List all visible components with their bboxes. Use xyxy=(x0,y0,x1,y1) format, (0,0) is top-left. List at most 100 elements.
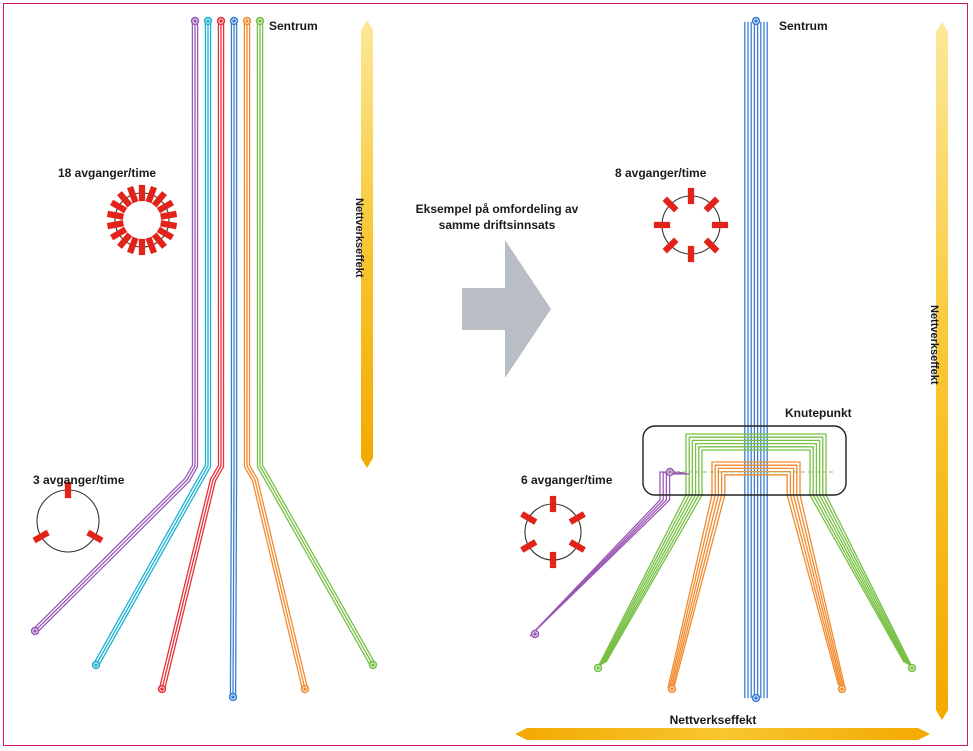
left-route-red-strand xyxy=(163,23,225,690)
clock-tick xyxy=(151,232,167,249)
right-top-stop-core xyxy=(754,19,758,23)
left-route-cyan-strand xyxy=(97,23,212,667)
clock-tick xyxy=(117,232,133,249)
clock-face xyxy=(36,489,100,553)
right-network-effect-arrow xyxy=(936,22,948,720)
left-route-green-strand xyxy=(261,23,376,665)
left-route-purple xyxy=(32,23,199,634)
left-route-red xyxy=(158,23,225,690)
arrow-caption-line2: samme driftsinnsats xyxy=(439,218,556,232)
left-end-stop-cyan-core xyxy=(94,663,98,667)
right-green-loop xyxy=(597,433,913,668)
bottom-network-effect-arrow xyxy=(515,728,930,740)
right-green-end-stop-left-core xyxy=(596,666,600,670)
arrow-caption-line1: Eksempel på omfordeling av xyxy=(416,202,579,216)
clock-face xyxy=(524,503,582,561)
right-green-loop xyxy=(600,439,910,666)
clock-tick xyxy=(520,539,538,553)
right-purple-end-stop-core xyxy=(533,632,537,636)
knot-label: Knutepunkt xyxy=(785,406,852,420)
clock-tick xyxy=(568,511,586,525)
left-route-cyan-strand xyxy=(93,23,207,665)
left-end-stop-red-core xyxy=(160,687,164,691)
clock-tick xyxy=(117,191,133,208)
left-route-blue-strand xyxy=(234,23,238,698)
figure-frame xyxy=(3,3,968,746)
left-top-stop-blue-core xyxy=(232,19,236,23)
right-route-lines xyxy=(529,16,917,703)
clock-8-icon xyxy=(653,187,729,263)
right-green-loop xyxy=(602,442,908,665)
clock-tick xyxy=(110,226,128,241)
clock-tick xyxy=(106,220,124,230)
right-orange-loop xyxy=(667,461,846,689)
left-end-stop-purple-core xyxy=(33,629,37,633)
right-green-loop xyxy=(599,436,911,667)
left-route-blue xyxy=(229,23,238,698)
left-route-purple-strand xyxy=(34,24,196,632)
left-route-green-strand xyxy=(259,24,374,666)
left-top-stop-red-core xyxy=(219,19,223,23)
right-green-end-stop-right-core xyxy=(910,666,914,670)
bottom-network-effect-label: Nettverkseffekt xyxy=(670,713,757,727)
right-low-frequency-label: 6 avganger/time xyxy=(521,473,613,487)
left-route-green-strand xyxy=(256,23,372,667)
clock-tick xyxy=(662,237,679,254)
clock-tick xyxy=(32,529,50,544)
right-green-loop xyxy=(603,446,907,664)
right-trunk-blue xyxy=(744,22,768,698)
left-route-red-strand xyxy=(158,23,220,689)
left-route-orange xyxy=(243,23,309,690)
left-end-stop-blue-core xyxy=(231,695,235,699)
clock-tick xyxy=(106,210,124,220)
left-route-orange-strand xyxy=(248,23,309,689)
left-top-stop-cyan-core xyxy=(206,19,210,23)
clock-3-icon xyxy=(32,481,104,553)
left-top-stop-purple-core xyxy=(193,19,197,23)
clock-tick xyxy=(86,529,104,544)
left-route-purple-strand xyxy=(36,23,199,634)
right-orange-end-stop-left-core xyxy=(670,687,674,691)
left-route-lines xyxy=(30,16,378,702)
left-route-green xyxy=(256,23,376,667)
left-route-blue-strand xyxy=(232,24,235,698)
clock-tick xyxy=(151,191,167,208)
clock-6-icon xyxy=(520,495,586,569)
transition-arrow xyxy=(462,240,551,378)
left-route-orange-strand xyxy=(246,24,306,690)
right-bottom-stop-core xyxy=(754,696,758,700)
left-high-frequency-label: 18 avganger/time xyxy=(58,166,156,180)
clock-tick xyxy=(127,236,139,255)
clock-tick xyxy=(703,237,720,254)
left-route-orange-strand xyxy=(243,23,304,690)
left-top-stop-green-core xyxy=(258,19,262,23)
clock-18-icon xyxy=(106,184,178,256)
clock-tick xyxy=(110,199,128,214)
left-route-red-strand xyxy=(161,24,222,690)
left-route-cyan-strand xyxy=(95,24,209,666)
right-orange-end-stop-right-core xyxy=(840,687,844,691)
left-route-purple-strand xyxy=(32,23,194,630)
clock-tick xyxy=(520,511,538,525)
right-center-label: Sentrum xyxy=(779,19,828,33)
left-network-effect-label: Nettverkseffekt xyxy=(353,198,365,278)
clock-tick xyxy=(568,539,586,553)
left-route-cyan xyxy=(93,23,212,667)
knot-box xyxy=(642,425,847,496)
left-end-stop-orange-core xyxy=(303,687,307,691)
clock-tick xyxy=(662,196,679,213)
clock-tick xyxy=(156,199,174,214)
left-route-blue-strand xyxy=(229,23,233,697)
clock-tick xyxy=(160,210,178,220)
clock-tick xyxy=(145,185,157,204)
clock-tick xyxy=(703,196,720,213)
clock-tick xyxy=(127,185,139,204)
left-end-stop-green-core xyxy=(371,663,375,667)
clock-tick xyxy=(156,226,174,241)
right-purple-branch xyxy=(535,473,690,631)
clock-tick xyxy=(160,220,178,230)
right-orange-loop xyxy=(670,467,843,687)
left-top-stop-orange-core xyxy=(245,19,249,23)
left-network-effect-arrow xyxy=(361,20,373,468)
